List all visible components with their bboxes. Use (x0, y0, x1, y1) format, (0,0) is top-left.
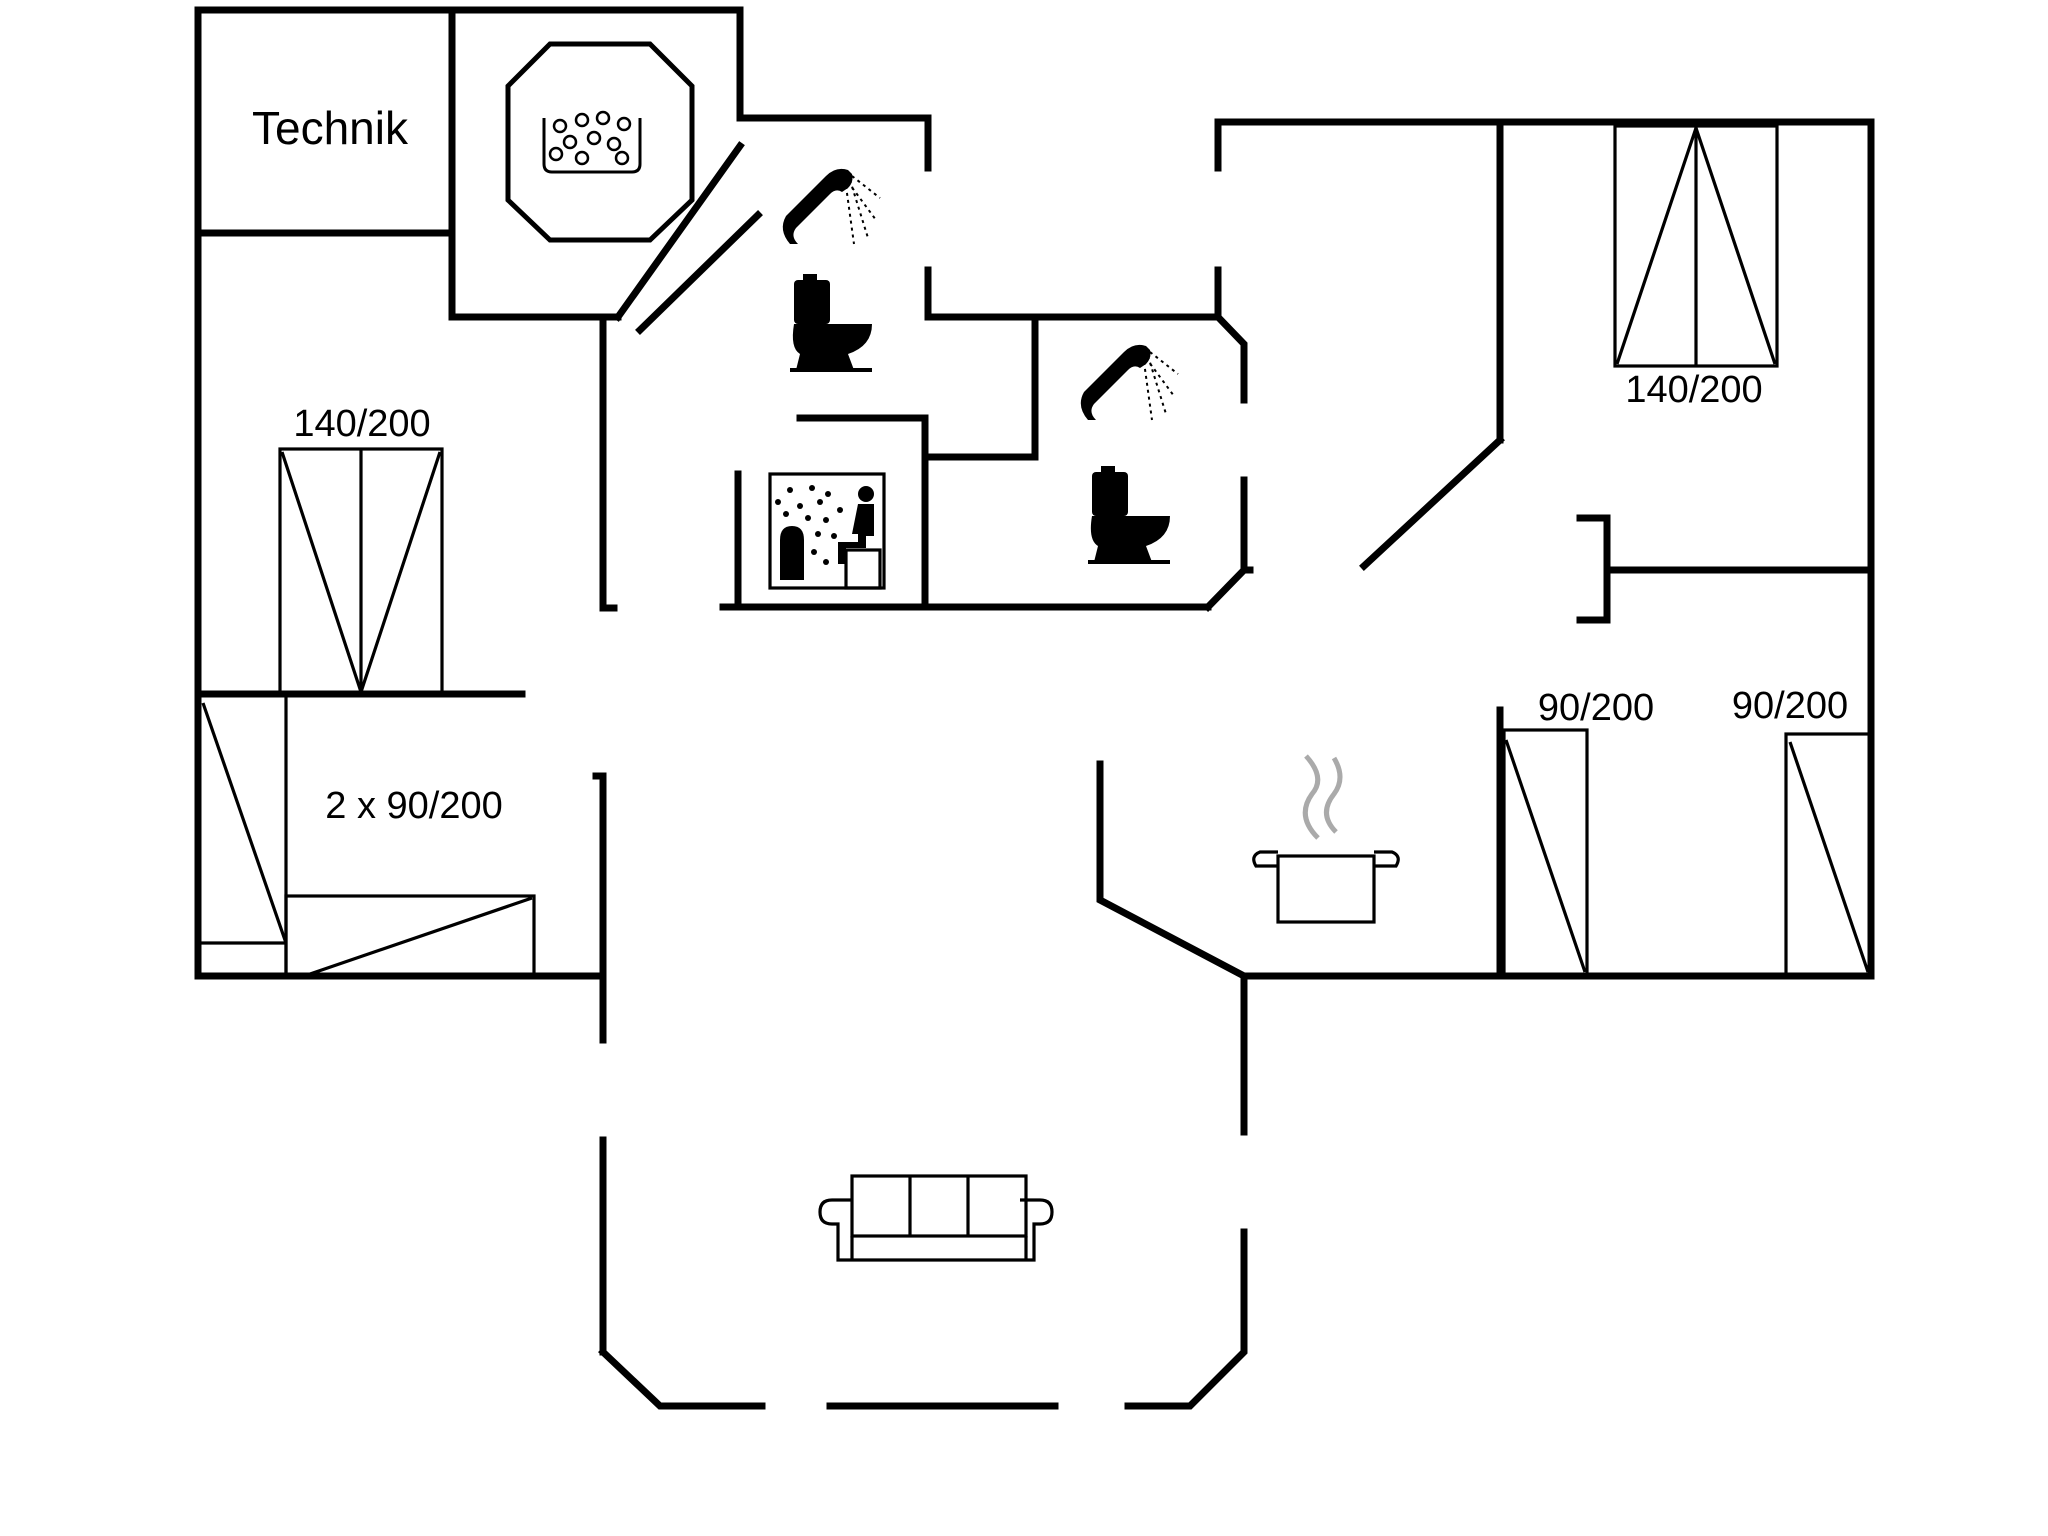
bed-label-left-twin: 2 x 90/200 (325, 785, 502, 827)
bed-right-single-a (1502, 728, 1589, 978)
sofa-icon (818, 1174, 1054, 1262)
bed-label-left-double: 140/200 (293, 403, 430, 445)
whirlpool-icon (505, 41, 695, 243)
bed-left-double (278, 447, 444, 698)
room-label-technik: Technik (252, 102, 409, 154)
bed-left-twin (200, 694, 536, 978)
bed-right-single-b (1784, 732, 1873, 978)
shower-icon (1080, 344, 1179, 421)
sauna-icon (768, 472, 886, 590)
toilet-icon (790, 274, 872, 372)
bed-label-right-single-a: 90/200 (1538, 687, 1654, 729)
bed-label-right-single-b: 90/200 (1732, 685, 1848, 727)
bed-label-right-double: 140/200 (1625, 369, 1762, 411)
toilet-icon (1088, 466, 1170, 564)
walls (194, 6, 1875, 1410)
bed-right-double (1613, 122, 1779, 368)
cooking-pot-icon (1252, 754, 1400, 924)
shower-icon (782, 168, 881, 245)
